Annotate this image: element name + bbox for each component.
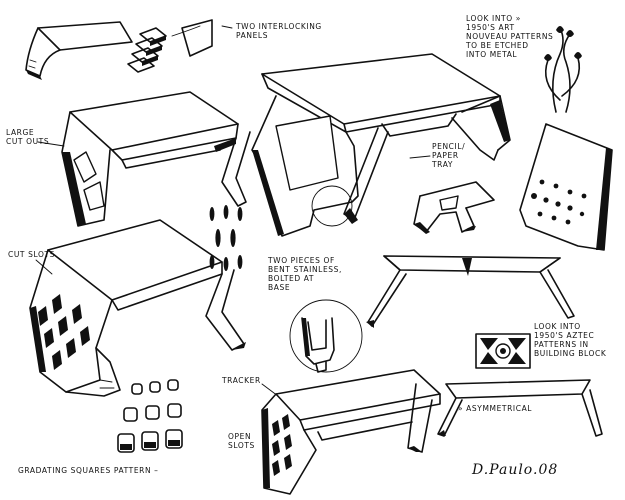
sketch-asymmetrical-frame <box>437 379 603 437</box>
sketch-bent-stainless <box>301 317 335 373</box>
sketch-desk-cut-slots <box>29 219 246 397</box>
artist-signature: D.Paulo.08 <box>472 462 559 478</box>
pointer-arrow <box>409 155 431 159</box>
sketch-interlocking-panels <box>127 19 213 73</box>
note-art-nouveau-patterns: Look into » 1950's art nouveau patterns … <box>466 14 554 59</box>
sketch-frame-table <box>366 255 575 328</box>
note-gradating-squares: Gradating squares pattern – <box>18 466 159 475</box>
note-bent-stainless: Two pieces of bent stainless, bolted at … <box>268 256 342 292</box>
note-aztec-patterns: Look into 1950's aztec patterns in build… <box>534 322 607 358</box>
sketch-tracker-desk <box>261 369 441 495</box>
pointer-arrow <box>221 25 233 29</box>
pointer-arrow <box>37 141 65 147</box>
note-open-slots: Open slots <box>228 432 255 450</box>
note-tracker: Tracker <box>222 376 261 385</box>
note-cut-slots: Cut slots <box>8 250 56 259</box>
sketch-art-nouveau-motif <box>544 26 582 113</box>
pointer-arrow <box>35 259 53 275</box>
note-interlocking-panels: Two interlocking panels <box>236 22 322 40</box>
pointer-arrow <box>261 383 279 397</box>
sketch-large-desk <box>251 53 511 237</box>
sketch-gradating-squares <box>117 379 183 453</box>
detail-circle <box>289 299 363 373</box>
sketch-curved-table <box>25 21 133 80</box>
note-large-cut-outs: Large cut outs <box>6 128 50 146</box>
sketch-aztec-block <box>475 333 531 369</box>
sketch-dotted-panel <box>519 123 613 251</box>
detail-circle <box>311 185 353 227</box>
sketch-oval-slots <box>209 205 243 271</box>
sketch-desk-cutouts <box>61 91 251 227</box>
note-asymmetrical: » Asymmetrical <box>458 404 533 413</box>
note-pencil-paper-tray: Pencil/ paper tray <box>432 142 466 169</box>
sketch-pencil-tray <box>413 181 495 234</box>
